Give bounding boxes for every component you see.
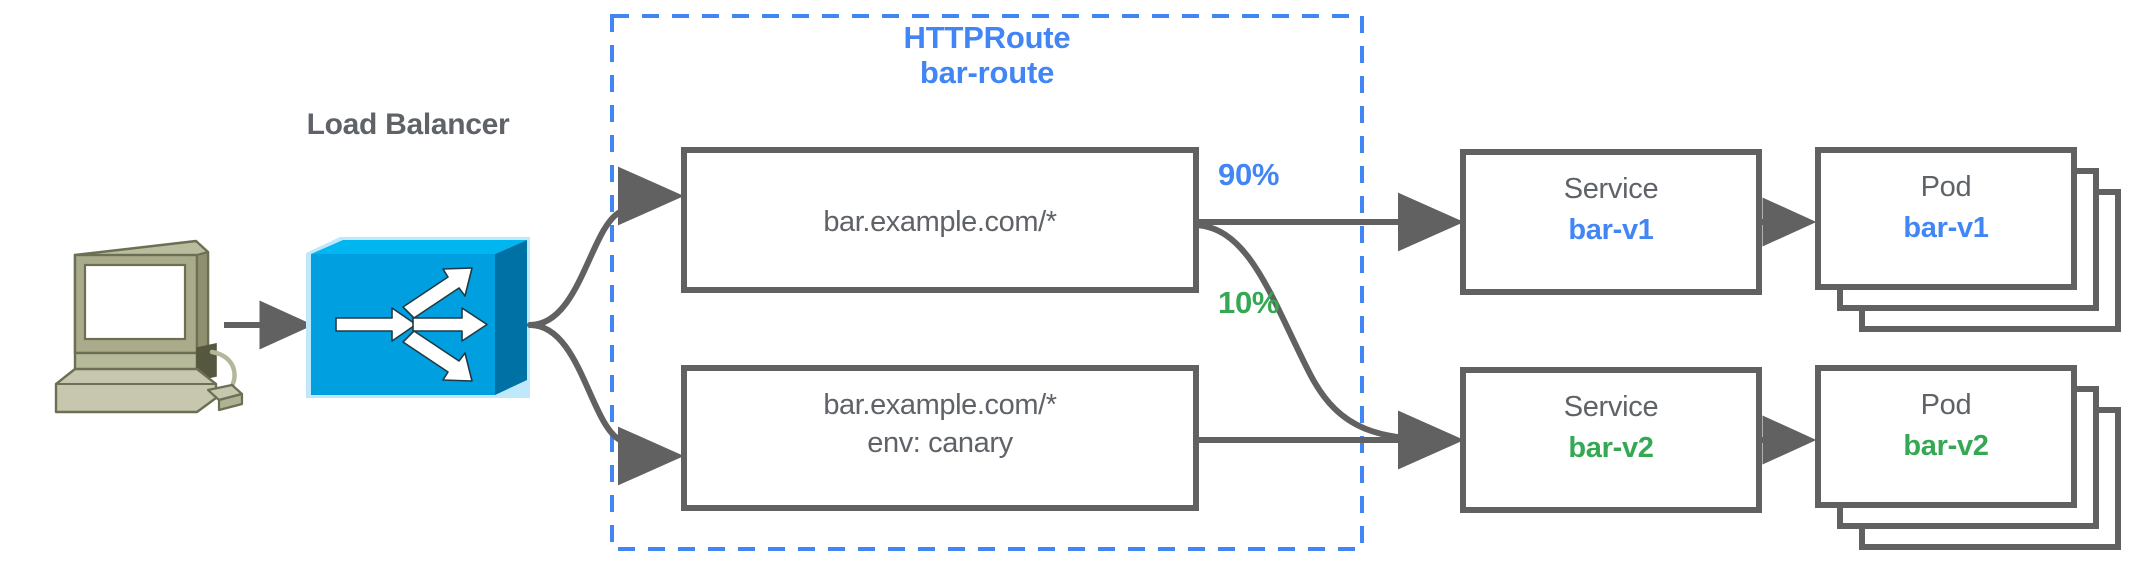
edge-lb-to-rule-primary: [527, 166, 684, 328]
edge-rule-primary-to-service-v2: [1193, 222, 1464, 470]
pod-replica-front: [1815, 147, 2077, 290]
workstation-icon: [54, 239, 244, 414]
pod-stack-bar-v1[interactable]: [1815, 147, 2121, 332]
edge-lb-to-rule-canary: [527, 322, 684, 486]
load-balancer-switch-icon: [306, 237, 530, 398]
httproute-boundary: [610, 14, 1364, 551]
service-box-bar-v2[interactable]: [1460, 367, 1762, 513]
rule-box-primary[interactable]: [681, 147, 1199, 293]
pod-replica-front: [1815, 365, 2077, 508]
rule-box-canary[interactable]: [681, 365, 1199, 511]
pod-stack-bar-v2[interactable]: [1815, 365, 2121, 550]
service-box-bar-v1[interactable]: [1460, 149, 1762, 295]
